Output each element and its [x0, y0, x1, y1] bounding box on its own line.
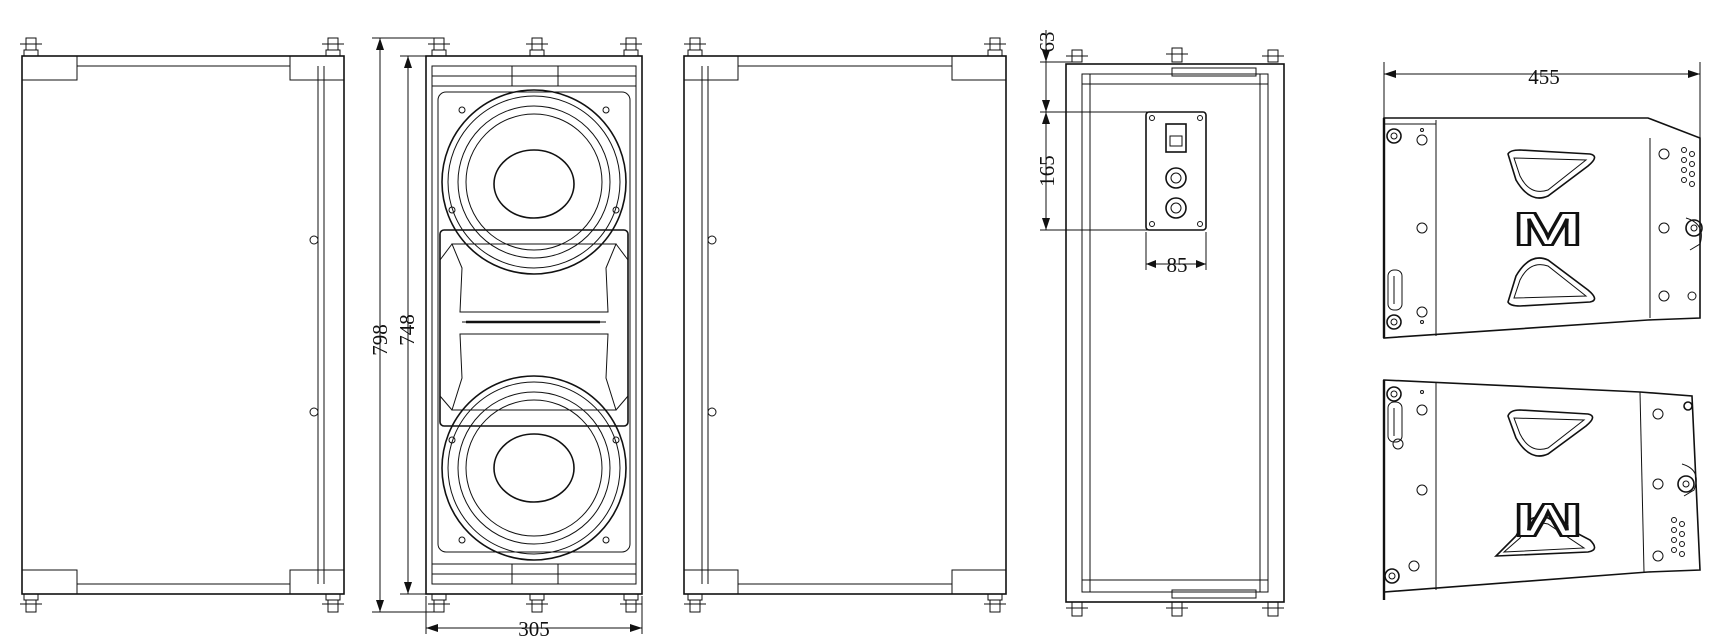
dimension-455: 455: [1383, 62, 1701, 138]
rigging-pin: [1262, 49, 1284, 63]
speakon-connector-icon: [1165, 197, 1187, 219]
rear-view: 63 165: [1035, 30, 1285, 617]
handle-lower: [1507, 257, 1596, 307]
dimension-85: 85: [1145, 232, 1207, 277]
rigging-pin: [620, 593, 642, 613]
rigging-pin: [1066, 49, 1088, 63]
rigging-pin: [984, 593, 1006, 613]
handle-lower: [1493, 516, 1596, 557]
power-switch-icon: [1165, 123, 1187, 153]
handle-slot: [1387, 401, 1403, 443]
rigging-pin: [1262, 601, 1284, 617]
dimension-label: 455: [1528, 65, 1560, 89]
top-view: 455 M: [1382, 62, 1703, 339]
dimension-label: 798: [368, 324, 392, 356]
handle-upper: [1507, 149, 1596, 199]
rigging-pin: [1066, 601, 1088, 617]
rigging-pin: [526, 593, 548, 613]
horn-waveguide: [439, 229, 629, 427]
rigging-pin: [322, 593, 344, 613]
rigging-pin: [984, 37, 1006, 57]
rigging-pin: [1166, 47, 1188, 63]
dimension-63: 63: [1035, 30, 1082, 112]
connector-panel: [1145, 111, 1207, 231]
bottom-view: M: [1382, 379, 1701, 600]
rigging-pin: [20, 593, 42, 613]
vent-dots: [1681, 147, 1695, 187]
dimension-798: 798: [368, 37, 436, 613]
dimension-305: 305: [425, 596, 643, 637]
front-view: 798 748: [368, 37, 643, 637]
rigging-pin: [526, 37, 548, 57]
rigging-pin: [20, 37, 42, 57]
rigging-pin: [428, 37, 450, 57]
rigging-pin: [684, 37, 706, 57]
side-view-left: [20, 37, 345, 613]
brand-logo: M: [1513, 494, 1583, 546]
side-view-right: [683, 37, 1007, 613]
dimension-label: 748: [395, 314, 419, 346]
dimension-165: 165: [1035, 111, 1148, 231]
rigging-pin: [684, 593, 706, 613]
rigging-pin: [620, 37, 642, 57]
brand-logo: M: [1513, 203, 1583, 255]
dimension-label: 305: [518, 617, 550, 637]
speakon-connector-icon: [1165, 167, 1187, 189]
woofer-upper: [441, 89, 627, 275]
dimension-label: 63: [1035, 32, 1059, 53]
dimension-748: 748: [395, 55, 440, 595]
woofer-lower: [441, 375, 627, 561]
dimension-label: 85: [1167, 253, 1188, 277]
vent-dots: [1671, 517, 1685, 557]
rigging-pin: [322, 37, 344, 57]
rigging-pin: [428, 593, 450, 613]
handle-slot: [1387, 269, 1403, 311]
handle-upper: [1507, 409, 1594, 457]
rigging-pin: [1166, 601, 1188, 617]
dimension-label: 165: [1035, 155, 1059, 187]
